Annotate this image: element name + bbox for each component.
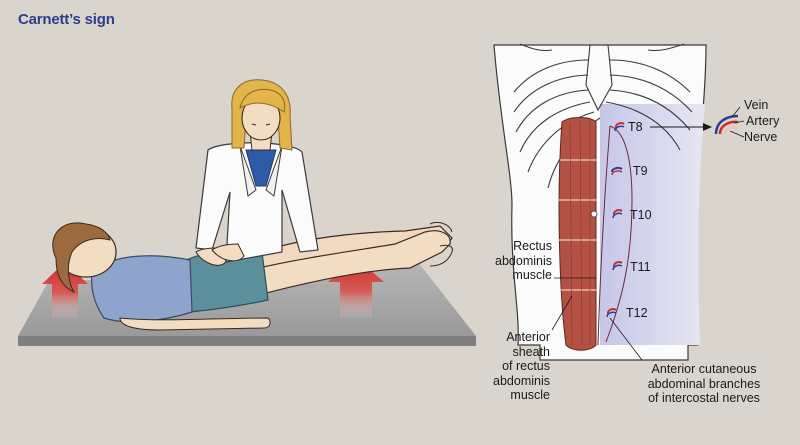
vessel-bundle-t9 (610, 166, 623, 176)
label-t12: T12 (626, 306, 648, 320)
inset-vessel-icon (714, 114, 739, 135)
label-t10: T10 (630, 208, 652, 222)
label-rectus-abdominis: Rectus abdominis muscle (495, 239, 552, 282)
label-nerve: Nerve (744, 130, 778, 144)
vessel-bundle-t11 (612, 261, 623, 271)
label-artery: Artery (746, 114, 780, 128)
leader-lines (551, 106, 745, 361)
label-cutaneous-branches: Anterior cutaneous abdominal branches of… (647, 362, 761, 405)
pointer-arrow-icon (650, 123, 712, 131)
label-t9: T9 (633, 164, 648, 178)
label-t8: T8 (628, 120, 643, 134)
patient-head (52, 222, 117, 294)
patient-torso (90, 255, 271, 331)
vessel-bundle-t10 (612, 209, 623, 219)
cutaneous-nerve-line (597, 125, 633, 346)
vessel-bundle-t8 (614, 122, 625, 132)
doctor-figure (195, 79, 319, 266)
vessel-bundle-t12 (606, 308, 617, 318)
label-t11: T11 (630, 260, 651, 274)
label-anterior-sheath: Anterior sheath of rectus abdominis musc… (493, 330, 550, 402)
label-vein: Vein (744, 98, 769, 112)
figure-title: Carnett’s sign (18, 11, 115, 28)
intercostal-band (600, 104, 705, 345)
rectus-abdominis-muscle (558, 117, 598, 351)
